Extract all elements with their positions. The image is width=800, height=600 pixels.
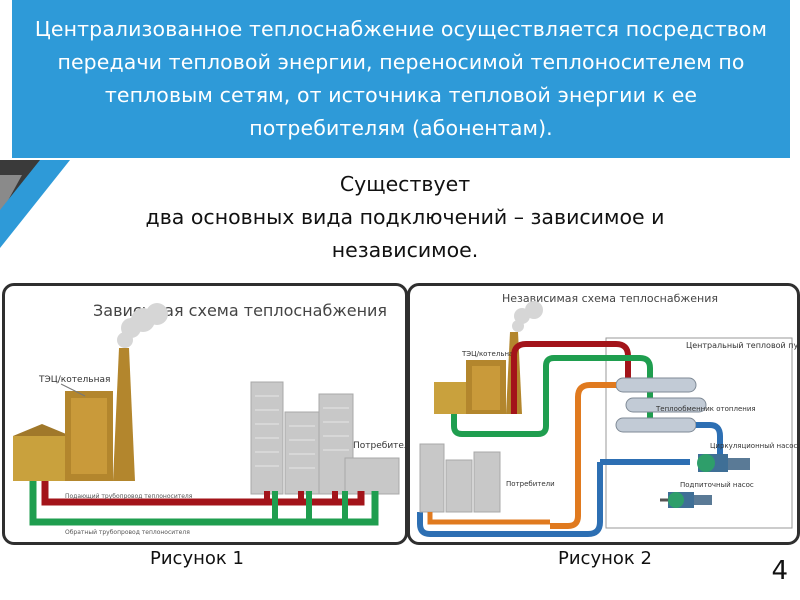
header-banner: Централизованное теплоснабжение осуществ… (12, 0, 790, 158)
figure2-central-point-label: Центральный тепловой пункт (686, 341, 797, 350)
subtitle-line-3: независимое. (331, 238, 479, 262)
primary-return-pipe (451, 355, 653, 437)
figure2-makeup-pump-label: Подпиточный насос (680, 481, 754, 489)
smoke-icon (512, 301, 543, 332)
primary-supply-pipe (511, 341, 631, 414)
return-to-consumers-pipe (417, 462, 603, 537)
power-plant-icon (13, 391, 113, 481)
dependent-scheme-diagram: Зависимая схема теплоснабжения ТЭЦ/котел… (13, 301, 405, 536)
power-plant-icon (434, 332, 522, 414)
building (473, 451, 501, 513)
figure2-consumers-label: Потребители (506, 480, 555, 488)
heat-exchanger-icon (615, 377, 707, 433)
building (419, 443, 445, 513)
secondary-return-pipe (696, 422, 723, 458)
figure2-title: Независимая схема теплоснабжения (502, 292, 718, 305)
figure-dependent-scheme: Зависимая схема теплоснабжения ТЭЦ/котел… (2, 283, 408, 545)
chimney (113, 348, 135, 481)
circulation-pump-icon (697, 454, 750, 472)
header-text: Централизованное теплоснабжение осуществ… (34, 17, 768, 140)
consumer-buildings (419, 443, 501, 513)
makeup-pump-icon (668, 492, 712, 508)
return-pipe (29, 481, 379, 526)
figure1-consumers-label: Потребители (353, 441, 405, 451)
building (284, 411, 320, 495)
figure2-caption: Рисунок 2 (558, 548, 652, 569)
figure1-caption: Рисунок 1 (150, 548, 244, 569)
smoke-icon (117, 303, 168, 348)
subtitle-line-2: два основных вида подключений – зависимо… (145, 205, 665, 229)
figure1-supply-label: Подающий трубопровод теплоносителя (65, 493, 193, 500)
figure1-source-label: ТЭЦ/котельная (38, 375, 110, 385)
building (445, 459, 473, 513)
supply-pipe (41, 481, 365, 506)
figure2-circulation-pump-label: Циркуляционный насос (710, 442, 797, 450)
independent-scheme-diagram: Независимая схема теплоснабжения Централ… (417, 292, 797, 537)
subtitle-line-1: Существует (339, 172, 471, 196)
blue-stripe (0, 160, 70, 248)
secondary-supply-pipe (550, 382, 616, 529)
figure1-return-label: Обратный трубопровод теплоносителя (65, 529, 190, 536)
building (344, 457, 400, 495)
page-number: 4 (771, 556, 788, 586)
figure2-exchanger-label: Теплообменник отопления (655, 405, 756, 413)
figure-independent-scheme: Независимая схема теплоснабжения Централ… (407, 283, 800, 545)
figure2-source-label: ТЭЦ/котельная (461, 350, 518, 358)
subtitle: Существует два основных вида подключений… (60, 168, 750, 267)
central-point-frame (605, 337, 793, 529)
